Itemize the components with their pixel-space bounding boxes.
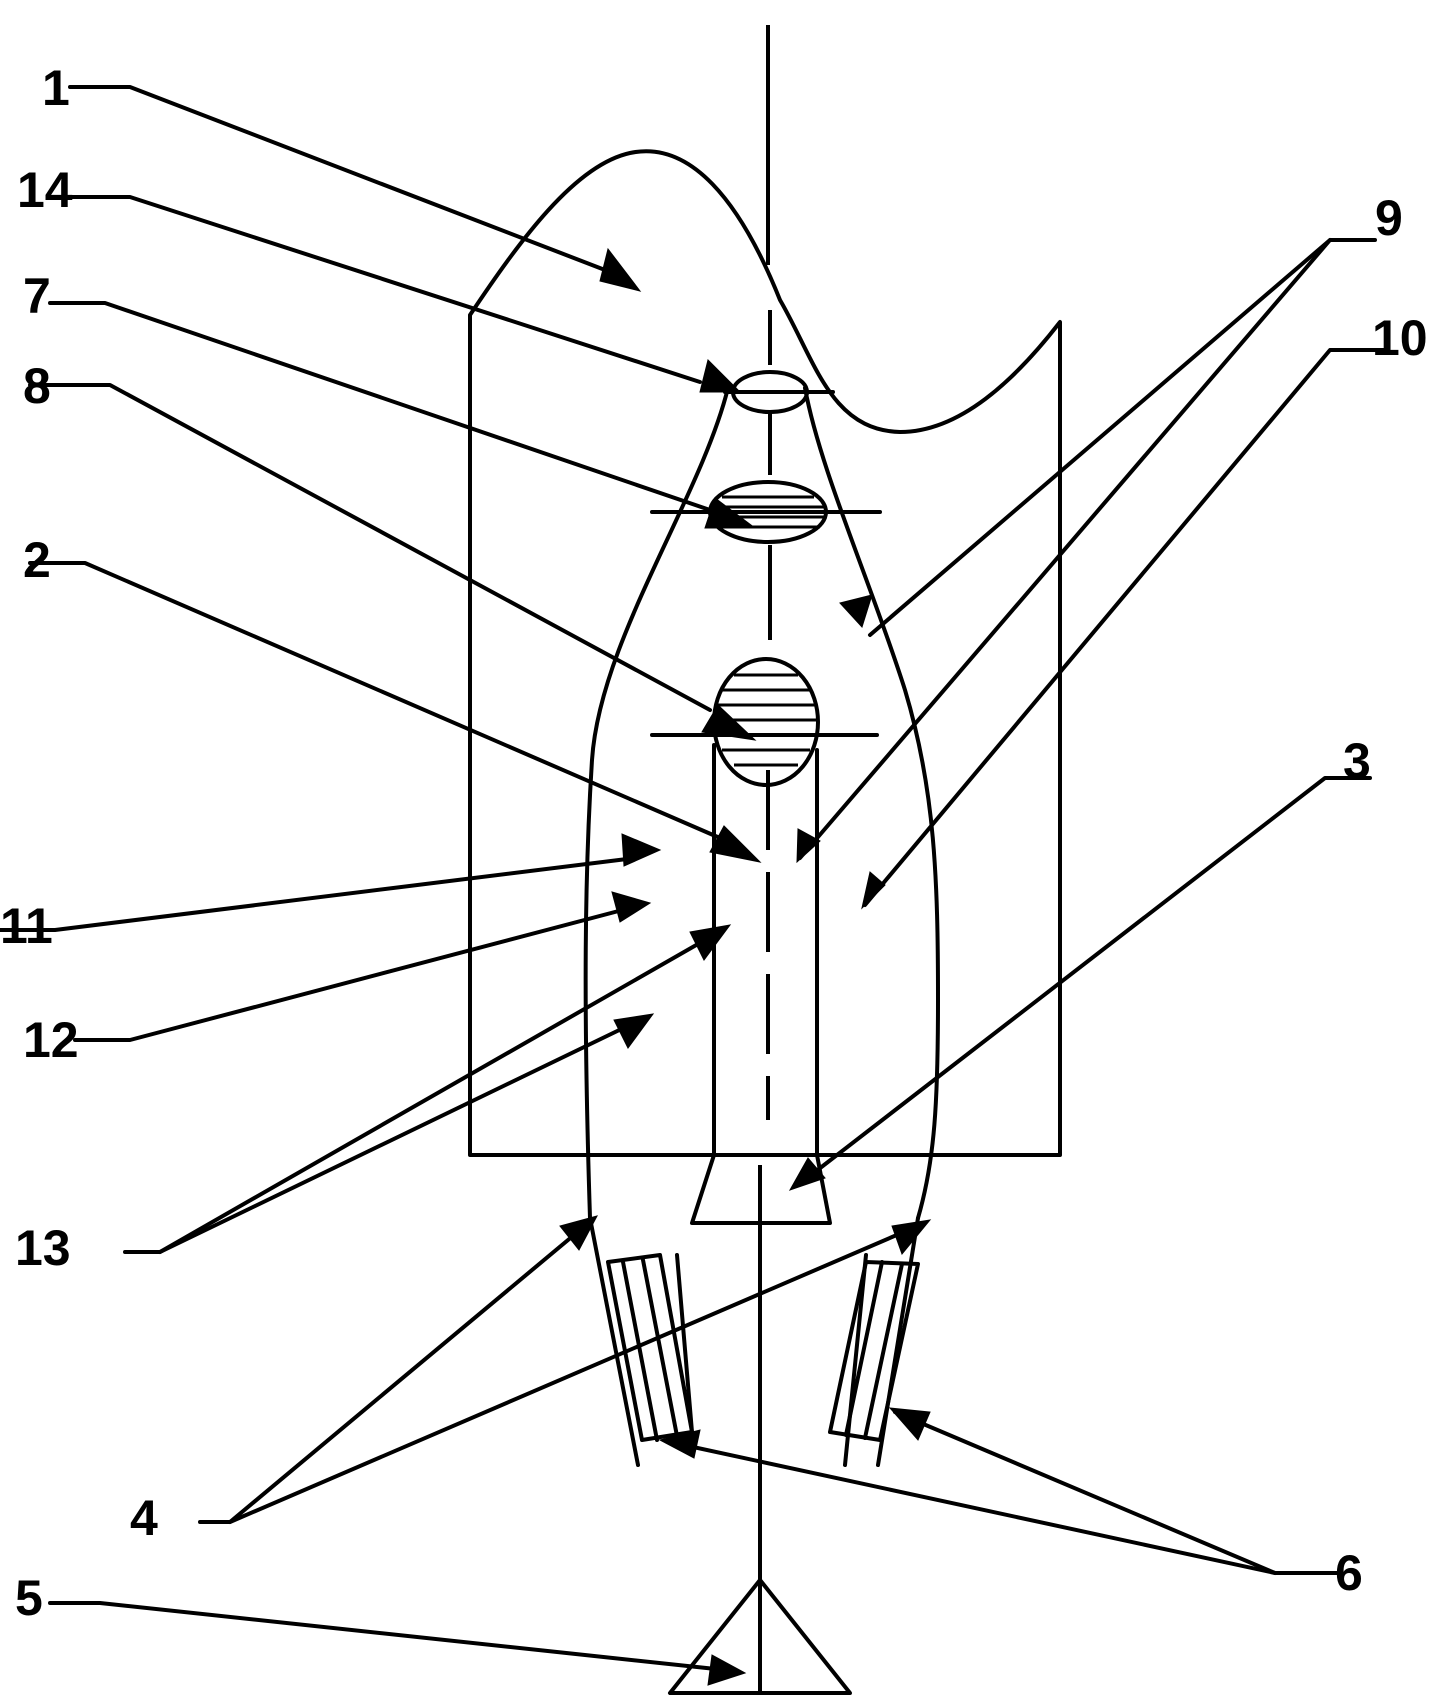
right-heater-element xyxy=(828,1253,920,1467)
leader-lines xyxy=(0,85,1387,1672)
label-12: 12 xyxy=(23,1012,79,1068)
left-lower-leg xyxy=(588,1216,640,1467)
label-1: 1 xyxy=(42,60,70,116)
arrowheads xyxy=(559,247,932,1686)
outer-housing xyxy=(468,149,1062,1157)
label-6: 6 xyxy=(1335,1545,1363,1601)
label-10: 10 xyxy=(1372,310,1428,366)
label-7: 7 xyxy=(23,268,51,324)
central-axis xyxy=(758,25,772,1693)
label-5: 5 xyxy=(15,1570,43,1626)
label-4: 4 xyxy=(130,1490,158,1546)
central-tube xyxy=(712,743,819,1157)
inner-body-right-wall xyxy=(803,386,940,1220)
label-9: 9 xyxy=(1375,190,1403,246)
left-heater-element xyxy=(606,1253,694,1442)
label-8: 8 xyxy=(23,358,51,414)
label-14: 14 xyxy=(17,162,73,218)
label-11: 11 xyxy=(0,898,53,954)
label-3: 3 xyxy=(1343,733,1371,789)
reference-numerals: 1 14 7 8 2 9 10 3 11 12 13 4 5 6 xyxy=(0,60,1428,1626)
label-13: 13 xyxy=(15,1220,71,1276)
inner-body-left-wall xyxy=(583,386,730,1220)
label-2: 2 xyxy=(23,532,51,588)
